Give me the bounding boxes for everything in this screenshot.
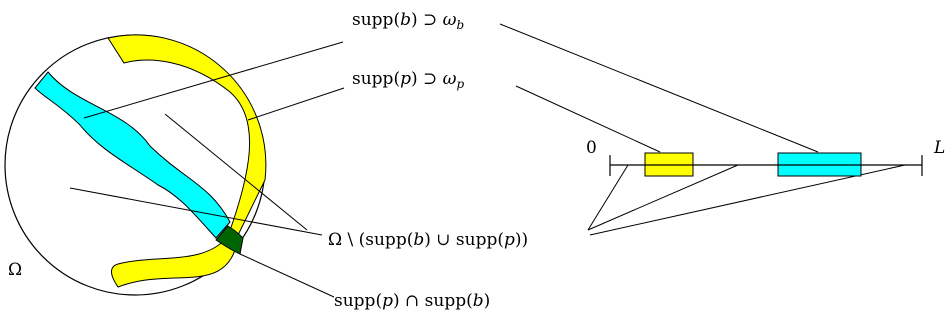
- interval: [609, 152, 923, 177]
- intersection-label: supp(p) ∩ supp(b): [334, 291, 490, 311]
- zero-label: 0: [586, 138, 597, 158]
- supp-p-label: supp(p) ⊃ ωp: [352, 69, 465, 91]
- supp-p-region: [107, 34, 267, 288]
- supp-b-region: [34, 71, 231, 239]
- leader-lines: [69, 23, 906, 298]
- omega-label: Ω: [8, 260, 22, 280]
- supp-b-label: supp(b) ⊃ ωb: [352, 10, 464, 32]
- L-label: L: [933, 138, 945, 158]
- complement-label: Ω \ (supp(b) ∪ supp(p)): [328, 230, 528, 250]
